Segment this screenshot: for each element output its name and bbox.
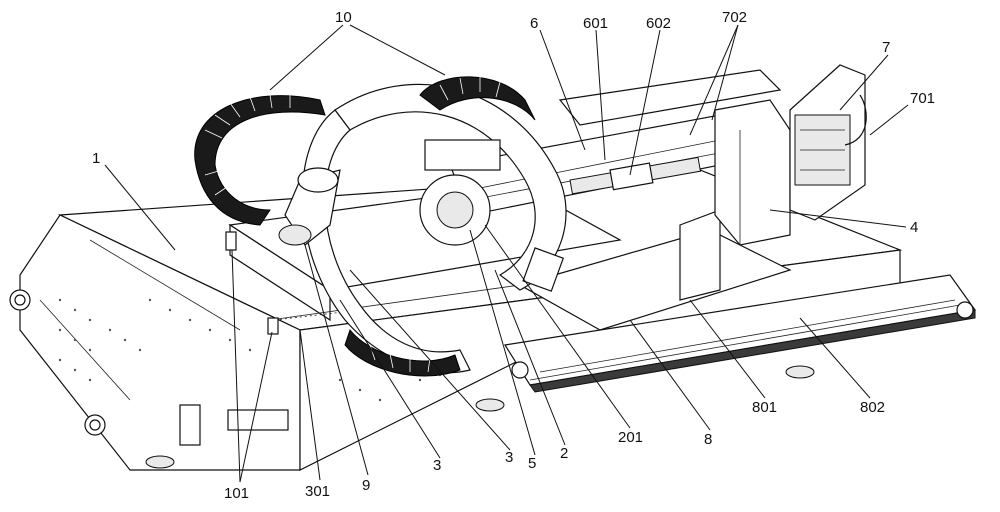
label-802: 802 xyxy=(860,399,885,416)
label-6: 6 xyxy=(530,15,538,32)
label-5: 5 xyxy=(528,455,536,472)
callouts: 10 1 6 601 602 702 7 701 4 801 802 8 201… xyxy=(92,9,935,502)
clamp-brackets xyxy=(225,231,279,335)
label-801: 801 xyxy=(752,399,777,416)
label-7: 7 xyxy=(882,39,890,56)
access-panel xyxy=(227,409,289,431)
slide-plate xyxy=(518,209,792,331)
label-702: 702 xyxy=(722,9,747,26)
spindle-assembly xyxy=(449,64,867,246)
label-1: 1 xyxy=(92,150,100,167)
label-3a: 3 xyxy=(505,449,513,466)
foot xyxy=(145,455,175,469)
label-10: 10 xyxy=(335,9,352,26)
label-101: 101 xyxy=(224,485,249,502)
leader-lines xyxy=(104,24,909,483)
label-201: 201 xyxy=(618,429,643,446)
label-2: 2 xyxy=(560,445,568,462)
cable-chains xyxy=(194,76,565,377)
label-601: 601 xyxy=(583,15,608,32)
label-301: 301 xyxy=(305,483,330,500)
chain-end-bracket xyxy=(522,247,565,292)
foot xyxy=(475,398,505,412)
label-3b: 3 xyxy=(433,457,441,474)
drive-motor xyxy=(278,167,341,246)
label-8: 8 xyxy=(704,431,712,448)
conveyor xyxy=(504,274,977,393)
foot xyxy=(785,365,815,379)
label-701: 701 xyxy=(910,90,935,107)
label-602: 602 xyxy=(646,15,671,32)
label-9: 9 xyxy=(362,477,370,494)
access-panel xyxy=(179,404,201,446)
label-4: 4 xyxy=(910,219,918,236)
